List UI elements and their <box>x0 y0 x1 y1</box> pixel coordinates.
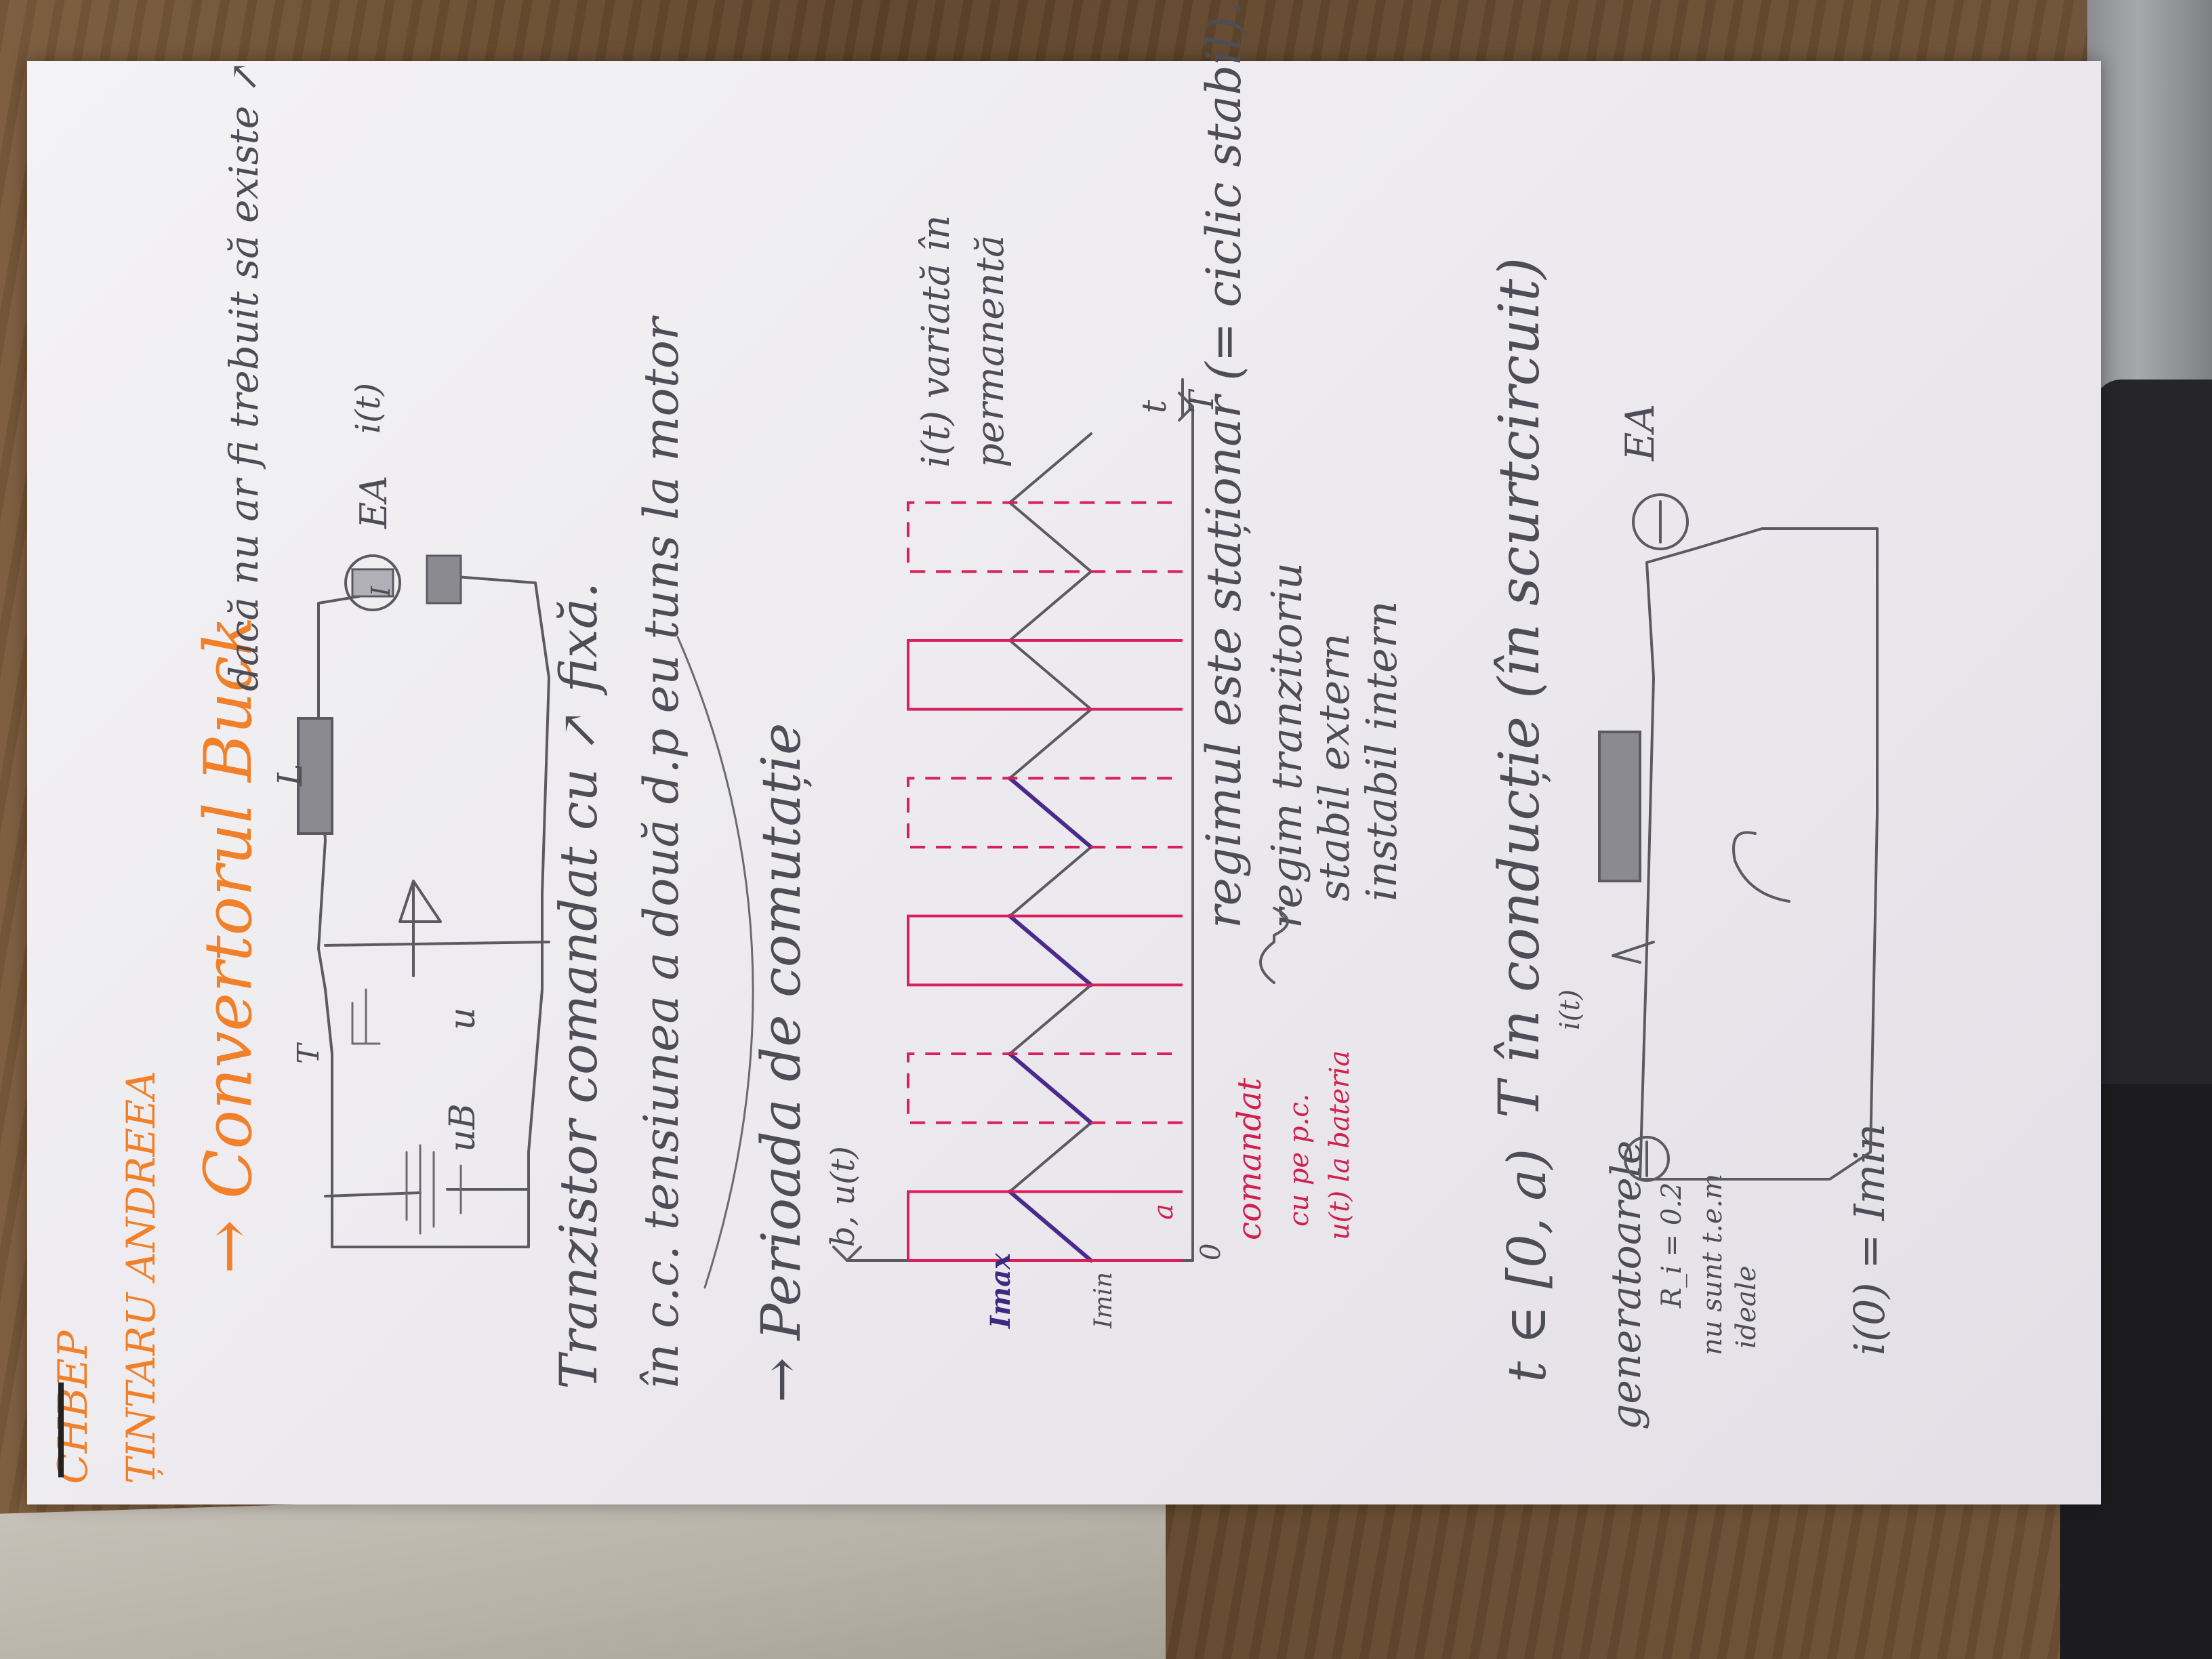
regime-line-4: instabil intern <box>1357 601 1406 901</box>
waveform-segment <box>1008 914 1093 987</box>
control-pulse <box>907 1190 1183 1262</box>
interval: t ∈ [0, a) <box>1497 1149 1558 1382</box>
label-imin: Imin <box>1090 1272 1118 1329</box>
paragraph-1-line-1: Tranzistor comandat cu ↗ fixă. <box>548 582 609 1389</box>
dark-object <box>2094 380 2212 1125</box>
page-title: → Convertorul Buck <box>190 616 266 1274</box>
waveform-segment <box>1008 1189 1093 1263</box>
label-x: t <box>1134 399 1174 413</box>
author-name: ȚINTARU ANDREEA <box>118 1071 164 1484</box>
waveform-segment <box>1008 1052 1093 1125</box>
regime-line-1: regimul este staționar (= ciclic stabil)… <box>1196 1 1252 929</box>
section-2-title: → Perioada de comutație <box>750 723 813 1403</box>
waveform-segment <box>1008 1121 1092 1193</box>
right-note-line-2: permanentă <box>968 235 1012 468</box>
section-3-statement: T în conducție (în scurtcircuit) <box>1488 258 1552 1118</box>
control-pulse <box>907 914 1183 987</box>
label-motor: I <box>366 586 396 597</box>
curved-arrow <box>676 636 754 1289</box>
generator-label: generatoarele <box>1603 1141 1650 1430</box>
buck-circuit: T L I EA i(t) uB u <box>270 383 550 1248</box>
waveform-segment <box>1008 708 1092 780</box>
label-transistor: T <box>291 1042 326 1064</box>
initial-condition: i(0) = Imin <box>1845 1124 1894 1355</box>
inductor-symbol <box>297 717 333 835</box>
note-ideale: ideale <box>1731 1266 1762 1349</box>
waveform-segment <box>1008 570 1092 642</box>
control-pulse <box>907 777 1183 848</box>
label-zero: 0 <box>1195 1244 1227 1261</box>
pink-note-line-2: cu pe p.c. <box>1284 1094 1315 1227</box>
pink-note-line-1: comandat <box>1231 1078 1269 1240</box>
paragraph-1-line-2: în c.c. tensiunea a două d.p eu tuns la … <box>634 315 689 1389</box>
source-right <box>1632 493 1689 550</box>
pink-note-line-3: u(t) la bateria <box>1324 1050 1355 1240</box>
loop-arrow <box>1732 831 1790 903</box>
label-x-den: T <box>1182 388 1221 413</box>
note-ri: R_i = 0.2 <box>1656 1183 1687 1309</box>
waveform-chart: Imax Imin 0 a t T <box>832 378 1227 1329</box>
section-3-current: i(t) <box>1555 989 1586 1030</box>
regime-line-2: regim tranzitoriu <box>1262 562 1311 928</box>
group-label: CHBEP <box>49 1330 97 1484</box>
notebook-page <box>27 61 2101 1504</box>
control-pulse <box>907 501 1183 573</box>
regime-line-3: stabil extern <box>1309 633 1359 901</box>
label-imax: Imax <box>985 1252 1017 1329</box>
note-nu: nu sunt t.e.m <box>1697 1174 1728 1355</box>
label-inductor: L <box>270 764 310 787</box>
waveform-segment <box>1008 501 1092 573</box>
label-a: a <box>1148 1204 1179 1220</box>
waveform-segment <box>1008 776 1093 849</box>
waveform-segment <box>1008 432 1092 504</box>
waveform-segment <box>1008 639 1092 711</box>
brace <box>1259 907 1289 984</box>
right-note-line-1: i(t) variată în <box>914 215 958 468</box>
control-pulse <box>907 1052 1183 1124</box>
lower-inductor <box>1598 731 1641 882</box>
paper-towel <box>0 1477 1166 1659</box>
label-current: i(t) <box>348 383 388 434</box>
waveform-segment <box>1008 983 1092 1055</box>
waveform-segment <box>1008 846 1092 918</box>
label-u: u <box>443 1008 483 1031</box>
source-left <box>1624 1136 1670 1182</box>
axis-label: b, u(t) <box>824 1146 862 1247</box>
label-ea: EA <box>352 476 395 529</box>
control-pulse <box>907 639 1183 711</box>
note-top: dacă nu ar fi trebuit să existe ↗ <box>221 60 267 691</box>
lower-ea: EA <box>1617 404 1663 462</box>
label-ub: uB <box>443 1103 483 1152</box>
motor-symbol <box>344 554 401 611</box>
lower-circuit: EA <box>1598 404 1879 1182</box>
